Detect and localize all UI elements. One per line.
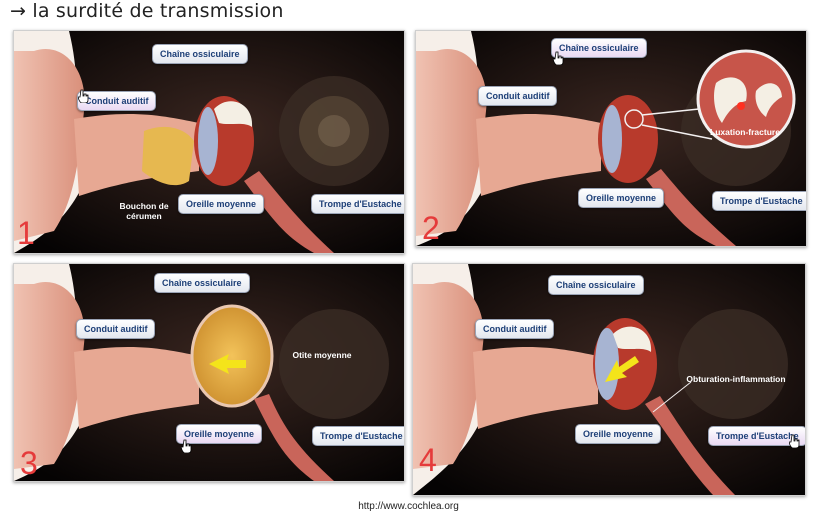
panel-number: 3 <box>20 445 38 481</box>
annotation-obstruction-inflammation: Obturation-inflammation <box>686 374 786 384</box>
label-eustachian[interactable]: Trompe d'Eustache <box>312 426 404 446</box>
label-ear-canal[interactable]: Conduit auditif <box>478 86 558 106</box>
label-middle-ear[interactable]: Oreille moyenne <box>575 424 662 444</box>
label-ossicles[interactable]: Chaîne ossiculaire <box>548 275 644 295</box>
annotation-wax-plug: Bouchon de cérumen <box>119 201 169 221</box>
hand-cursor-icon <box>553 51 564 65</box>
hand-cursor-icon <box>789 434 800 448</box>
hand-cursor-icon <box>78 89 89 103</box>
panel-3: Chaîne ossiculaire Conduit auditif Oreil… <box>13 263 405 482</box>
panel-number: 1 <box>17 215 35 251</box>
label-middle-ear[interactable]: Oreille moyenne <box>578 188 665 208</box>
label-eustachian[interactable]: Trompe d'Eustache <box>712 191 806 211</box>
page-title: → la surdité de transmission <box>10 0 284 22</box>
ear-illustration <box>413 264 805 495</box>
ear-illustration <box>14 264 404 481</box>
annotation-luxation-fracture: Luxation-fracture <box>710 127 780 137</box>
source-url[interactable]: http://www.cochlea.org <box>358 501 459 512</box>
panel-1: Chaîne ossiculaire Conduit auditif Oreil… <box>13 30 405 254</box>
label-middle-ear[interactable]: Oreille moyenne <box>176 424 263 444</box>
ear-illustration <box>416 31 806 246</box>
label-ossicles[interactable]: Chaîne ossiculaire <box>152 44 248 64</box>
hand-cursor-icon <box>181 439 192 453</box>
label-ossicles[interactable]: Chaîne ossiculaire <box>551 38 647 58</box>
label-ossicles[interactable]: Chaîne ossiculaire <box>154 273 250 293</box>
label-middle-ear[interactable]: Oreille moyenne <box>178 194 265 214</box>
panel-4: Chaîne ossiculaire Conduit auditif Oreil… <box>412 263 806 496</box>
ear-illustration <box>14 31 404 253</box>
label-eustachian[interactable]: Trompe d'Eustache <box>311 194 404 214</box>
panel-number: 2 <box>422 210 440 246</box>
annotation-otitis-media: Otite moyenne <box>292 350 352 360</box>
panel-2: Chaîne ossiculaire Conduit auditif Oreil… <box>415 30 807 247</box>
label-ear-canal[interactable]: Conduit auditif <box>475 319 555 339</box>
label-ear-canal[interactable]: Conduit auditif <box>77 91 157 111</box>
panel-number: 4 <box>419 442 437 478</box>
label-eustachian[interactable]: Trompe d'Eustache <box>708 426 805 446</box>
label-ear-canal[interactable]: Conduit auditif <box>76 319 156 339</box>
